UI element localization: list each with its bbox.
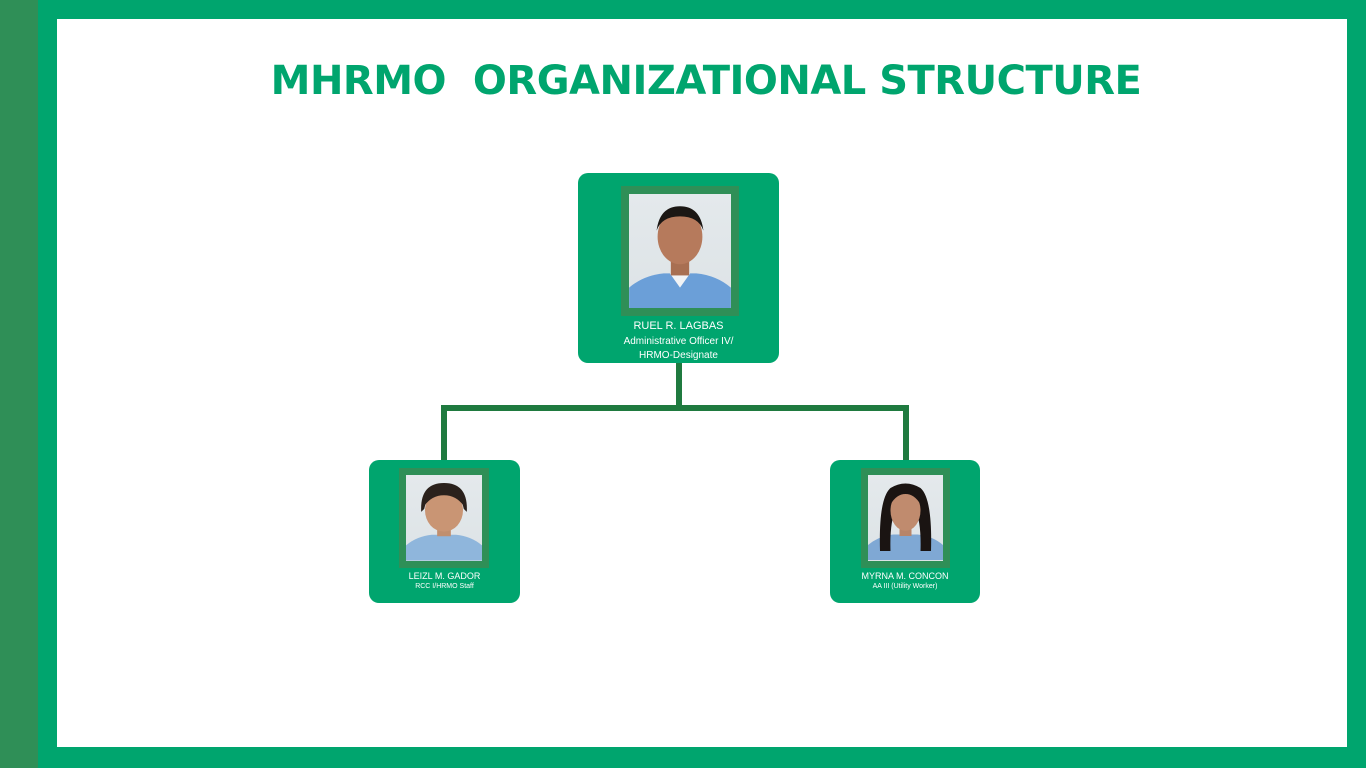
page-title: MHRMO ORGANIZATIONAL STRUCTURE — [270, 58, 1142, 104]
connector-horizontal — [441, 405, 909, 411]
org-card-head: RUEL R. LAGBAS Administrative Officer IV… — [578, 173, 779, 363]
photo-frame — [861, 468, 950, 568]
connector-right-down — [903, 405, 909, 461]
left-accent-strip — [0, 0, 38, 768]
staff-1-position: RCC I/HRMO Staff — [415, 583, 474, 590]
photo-frame — [621, 186, 739, 316]
head-position-line1: Administrative Officer IV/ — [623, 336, 734, 347]
person-photo-icon — [629, 194, 731, 308]
content-panel — [57, 19, 1347, 747]
org-card-staff-2: MYRNA M. CONCON AA III (Utility Worker) — [830, 460, 980, 603]
org-card-staff-1: LEIZL M. GADOR RCC I/HRMO Staff — [369, 460, 520, 603]
staff-1-name: LEIZL M. GADOR — [408, 571, 481, 581]
person-photo-icon — [868, 475, 943, 561]
head-position-line2: HRMO-Designate — [639, 350, 718, 361]
head-name: RUEL R. LAGBAS — [633, 320, 724, 332]
staff-2-name: MYRNA M. CONCON — [861, 571, 949, 581]
photo-frame — [399, 468, 489, 568]
person-photo-icon — [406, 475, 482, 561]
connector-left-down — [441, 405, 447, 461]
staff-2-position: AA III (Utility Worker) — [872, 583, 938, 590]
connector-head-down — [676, 362, 682, 410]
